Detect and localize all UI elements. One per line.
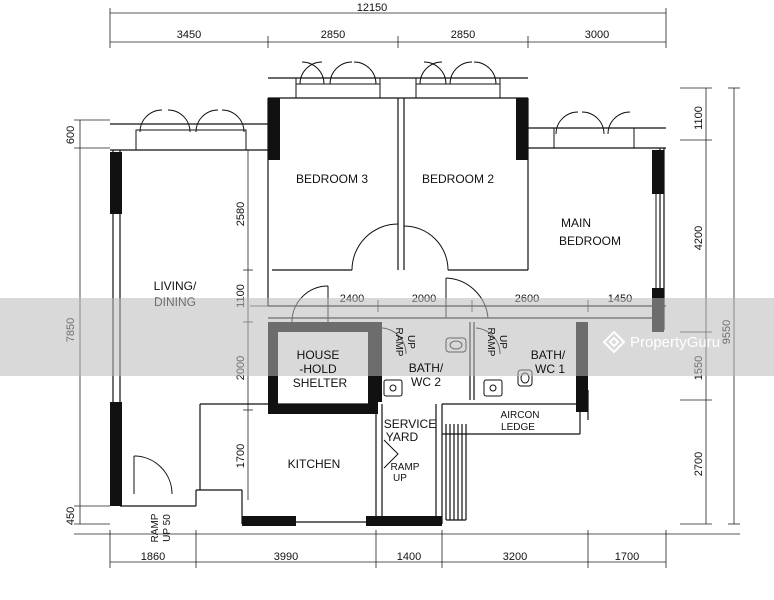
dim-top-total: 12150	[357, 2, 388, 14]
label-bath1-1: BATH/	[531, 348, 566, 362]
label-yard-ramp-2: UP	[393, 473, 407, 484]
dim-inner-v-1: 2580	[235, 202, 247, 226]
dim-right-seg-1: 1100	[693, 106, 705, 130]
dim-bottom-5: 1700	[615, 551, 639, 563]
label-bath1-ramp-1: RAMP	[485, 328, 496, 357]
dim-top-seg-1: 3450	[177, 29, 201, 41]
dim-top-seg-2: 2850	[321, 29, 345, 41]
dim-inner-v-4: 1700	[235, 444, 247, 468]
dim-right-seg-4: 2700	[693, 452, 705, 476]
dim-right-seg-2: 4200	[693, 226, 705, 250]
watermark-band	[0, 298, 774, 376]
label-kitchen: KITCHEN	[288, 457, 341, 471]
label-main-bedroom-1: MAIN	[561, 216, 591, 230]
label-bath2-ramp-2: UP	[405, 335, 416, 349]
label-bath2-2: WC 2	[411, 375, 441, 389]
dim-left-top: 600	[65, 126, 77, 144]
label-main-bedroom-2: BEDROOM	[559, 234, 621, 248]
label-entrance-ramp-2: UP 50	[162, 514, 173, 542]
dim-top-seg-4: 3000	[585, 29, 609, 41]
label-shelter-1: HOUSE	[297, 348, 340, 362]
label-bath2-1: BATH/	[409, 361, 444, 375]
label-bath1-ramp-2: UP	[497, 335, 508, 349]
label-yard-ramp-1: RAMP	[391, 462, 420, 473]
label-bedroom-2: BEDROOM 2	[422, 172, 494, 186]
label-entrance-ramp-1: RAMP	[150, 513, 161, 542]
label-living-dining-1: LIVING/	[154, 279, 197, 293]
label-bath1-2: WC 1	[535, 362, 565, 376]
label-aircon-ledge-1: AIRCON	[501, 410, 540, 421]
propertyguru-logo-icon	[602, 330, 626, 354]
label-bath2-ramp-1: RAMP	[393, 328, 404, 357]
dim-bottom-1: 1860	[141, 551, 165, 563]
watermark-brand: PropertyGuru	[630, 334, 720, 351]
dim-top-seg-3: 2850	[451, 29, 475, 41]
label-shelter-3: SHELTER	[293, 376, 348, 390]
label-service-yard-1: SERVICE	[384, 417, 436, 431]
label-bedroom-3: BEDROOM 3	[296, 172, 368, 186]
label-service-yard-2: YARD	[386, 430, 419, 444]
dim-bottom-3: 1400	[397, 551, 421, 563]
windows	[135, 61, 657, 288]
dim-left-bottom: 450	[65, 507, 77, 525]
dim-bottom-4: 3200	[503, 551, 527, 563]
dim-bottom-2: 3990	[274, 551, 298, 563]
label-aircon-ledge-2: LEDGE	[501, 422, 535, 433]
label-shelter-2: -HOLD	[299, 362, 337, 376]
